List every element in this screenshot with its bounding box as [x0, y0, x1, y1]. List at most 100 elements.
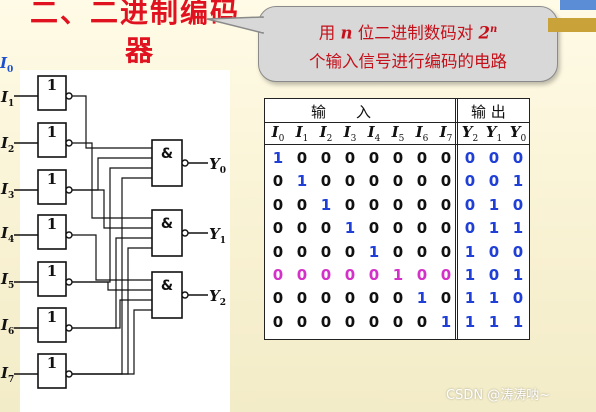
title-line-1: 二、二进制编码: [30, 0, 241, 29]
callout-text: 用 n 位二进制数码对 2n 个输入信号进行编码的电路: [259, 16, 557, 76]
input-label-letter: I: [1, 224, 9, 242]
input-cell: 0: [320, 266, 332, 284]
callout-line-1: 用 n 位二进制数码对 2n: [318, 23, 498, 43]
input-cell: 0: [368, 195, 380, 214]
input-cell: 0: [296, 312, 308, 331]
input-cell: 0: [344, 172, 356, 191]
output-label-0: Y0: [209, 155, 226, 176]
column-header-letter: I: [439, 123, 447, 141]
output-header: 输 出: [471, 103, 506, 121]
input-label-letter: I: [1, 316, 9, 334]
output-cell: 1: [512, 312, 524, 331]
corner-decoration: [560, 0, 596, 10]
input-cell: 0: [440, 219, 452, 238]
column-header-letter: Y: [485, 123, 497, 141]
column-header-letter: Y: [461, 123, 473, 141]
input-cell: 0: [296, 242, 308, 261]
inverter-bubble: [65, 324, 73, 332]
input-cell: 1: [272, 149, 284, 167]
input-cell: 0: [272, 242, 284, 261]
input-cell: 0: [368, 312, 380, 331]
output-column-header: Y2: [459, 123, 481, 144]
input-label-subscript: 5: [8, 281, 15, 291]
and-gate: [151, 209, 183, 257]
input-cell: 0: [296, 195, 308, 214]
output-cell: 0: [488, 149, 500, 167]
not-gate-label: 1: [47, 215, 57, 233]
table-column-divider: [455, 99, 458, 339]
input-label-5: I5: [1, 270, 14, 291]
input-cell: 0: [272, 289, 284, 308]
output-cell: 1: [512, 219, 524, 238]
input-cell: 0: [320, 172, 332, 191]
input-label-3: I3: [1, 180, 14, 201]
input-column-header: I0: [267, 123, 289, 144]
input-cell: 0: [344, 242, 356, 261]
inverter-bubble: [65, 92, 73, 100]
not-gate-label: 1: [47, 262, 57, 280]
output-cell: 1: [464, 266, 476, 284]
gate-input-wire: [72, 167, 152, 283]
input-label-letter: I: [1, 180, 9, 198]
input-cell: 0: [416, 312, 428, 331]
output-label-letter: Y: [209, 225, 220, 243]
slide-title: 二、二进制编码 器: [30, 0, 280, 70]
input-label-4: I4: [1, 224, 14, 245]
not-gate: [37, 261, 67, 297]
input-cell: 0: [392, 289, 404, 308]
input-cell: 0: [320, 242, 332, 261]
input-cell: 0: [368, 172, 380, 191]
input-cell: 1: [416, 289, 428, 308]
input-label-subscript: 2: [8, 145, 15, 155]
input-cell: 0: [368, 289, 380, 308]
output-cell: 0: [512, 149, 524, 167]
not-gate-label: 1: [47, 123, 57, 141]
and-gate-label: &: [161, 278, 173, 294]
gate-input-wire: [72, 95, 152, 149]
input-cell: 0: [344, 149, 356, 167]
output-cell: 0: [512, 242, 524, 261]
gate-input-wire: [72, 309, 152, 375]
input-cell: 0: [320, 149, 332, 167]
column-header-subscript: 0: [278, 134, 285, 144]
input-label-subscript: 1: [8, 99, 15, 109]
table-subheader-rule: [265, 144, 529, 145]
inverter-bubble: [65, 278, 73, 286]
output-label-subscript: 1: [219, 236, 226, 246]
input-cell: 0: [296, 219, 308, 238]
and-output-bubble: [181, 229, 189, 237]
callout-bubble: 用 n 位二进制数码对 2n 个输入信号进行编码的电路: [206, 6, 558, 82]
input-label-subscript: 7: [8, 375, 15, 385]
not-gate-label: 1: [47, 170, 57, 188]
column-header-letter: I: [415, 123, 423, 141]
column-header-letter: Y: [509, 123, 521, 141]
output-cell: 0: [512, 289, 524, 308]
title-line-2: 器: [125, 34, 156, 67]
input-cell: 1: [368, 242, 380, 261]
inverter-bubble: [65, 139, 73, 147]
column-header-letter: I: [343, 123, 351, 141]
input-cell: 0: [344, 266, 356, 284]
not-gate: [37, 214, 67, 250]
input-cell: 0: [392, 195, 404, 214]
input-cell: 0: [296, 266, 308, 284]
gate-input-wire: [72, 142, 152, 219]
input-cell: 0: [296, 289, 308, 308]
input-label-letter: I: [1, 270, 9, 288]
gate-input-wire: [72, 189, 152, 229]
input-cell: 1: [344, 219, 356, 238]
input-column-header: I6: [411, 123, 433, 144]
input-cell: 0: [320, 289, 332, 308]
input-cell: 0: [368, 219, 380, 238]
input-cell: 0: [416, 195, 428, 214]
input-column-header: I4: [363, 123, 385, 144]
output-cell: 1: [464, 312, 476, 331]
output-cell: 0: [512, 195, 524, 214]
input-label-1: I1: [1, 88, 14, 109]
column-header-subscript: 3: [350, 134, 357, 144]
input-label-letter: I: [1, 134, 9, 152]
output-cell: 0: [488, 242, 500, 261]
input-cell: 0: [416, 172, 428, 191]
